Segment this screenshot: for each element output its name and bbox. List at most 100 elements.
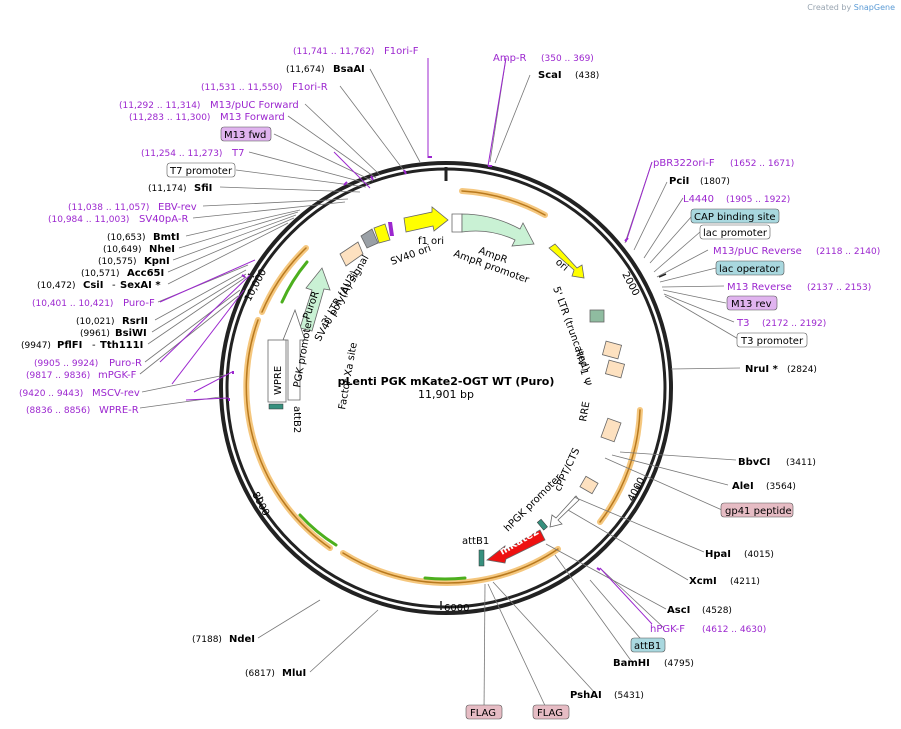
bsiwi-label: BsiWI <box>115 328 147 339</box>
l4440-coords: (1905 .. 1922) <box>726 195 790 205</box>
m13-rev-box-label: M13 rev <box>731 299 772 310</box>
t3-promoter-box <box>736 332 808 348</box>
nhei-coords: (10,649) <box>103 245 142 255</box>
scai-label: ScaI <box>538 70 562 81</box>
m13puc-rev-coords: (2118 .. 2140) <box>816 247 880 257</box>
acc65i-coords: (10,571) <box>81 269 120 279</box>
pshai-label: PshAI <box>570 690 602 701</box>
rre-box <box>600 417 622 443</box>
rre-label: RRE <box>578 401 592 423</box>
purple-marks <box>388 222 394 236</box>
mpgk-f-label: mPGK-F <box>98 370 137 381</box>
f1ori-r-coords: (11,531 .. 11,550) <box>201 83 282 93</box>
amp-r-label: Amp-R <box>493 53 527 64</box>
bsaai-coords: (11,674) <box>286 65 325 75</box>
snapgene-credit: Created by SnapGene <box>807 3 895 12</box>
green-arrow-2 <box>423 576 467 581</box>
csii-coords: (10,472) <box>37 281 76 291</box>
alei-coords: (3564) <box>766 482 796 492</box>
xcmi-coords: (4211) <box>730 577 760 587</box>
nrui-coords: (2824) <box>787 365 817 375</box>
primer-arcs <box>243 188 643 586</box>
pflfi-label: PflFI <box>57 340 82 351</box>
tick-label-6000: 6000 <box>444 603 469 614</box>
snapgene-logo: SnapGene <box>853 3 895 12</box>
f1-ori-label: f1 ori <box>418 236 444 247</box>
csii-label: CsiI <box>83 280 103 291</box>
ori-arrow <box>548 243 585 279</box>
attb1-box-label: attB1 <box>634 641 661 652</box>
bsiwi-coords: (9961) <box>80 329 110 339</box>
sfii-coords: (11,174) <box>148 184 187 194</box>
flag-label-1: FLAG <box>470 708 496 719</box>
ebv-rev-label: EBV-rev <box>158 202 197 213</box>
pflfi-sep: - <box>92 340 96 351</box>
ampr-arrow <box>461 213 535 247</box>
flag-box-1 <box>465 704 503 720</box>
mpgk-f-coords: (9817 .. 9836) <box>26 371 90 381</box>
puror-arrow <box>299 267 331 332</box>
asci-label: AscI <box>667 605 690 616</box>
puro-f-coords: (10,401 .. 10,421) <box>32 299 113 309</box>
m13-fwd-box-label: M13 fwd <box>224 130 266 141</box>
sv40-ori-label: SV40 ori <box>389 243 432 268</box>
sv40pa-r-label: SV40pA-R <box>139 214 188 225</box>
bmti-label: BmtI <box>153 232 180 243</box>
mscv-rev-coords: (9420 .. 9443) <box>19 389 83 399</box>
attb2-mark <box>268 403 284 410</box>
m13-rev-box <box>726 295 778 311</box>
green-arrow-1 <box>298 513 338 547</box>
arc-ampr-region <box>459 188 548 218</box>
acc65i-label: Acc65I <box>127 268 164 279</box>
hpgk-promoter-arrow <box>549 495 580 528</box>
attb1-mark <box>478 549 485 567</box>
tth111i-label: Tth111I <box>100 340 143 351</box>
sv40-polya-box <box>339 241 364 267</box>
gp41-label: gp41 peptide <box>725 506 792 517</box>
t3-promoter-label: T3 promoter <box>740 336 804 347</box>
primer-marks <box>228 156 629 571</box>
bamhi-coords: (4795) <box>664 659 694 669</box>
mlui-coords: (6817) <box>245 669 275 679</box>
wpre-label: WPRE <box>273 366 284 395</box>
l4440-label: L4440 <box>683 194 714 205</box>
t7-promoter-label: T7 promoter <box>169 166 233 177</box>
pshai-coords: (5431) <box>614 691 644 701</box>
lac-promoter-label: lac promoter <box>703 228 768 239</box>
hiv-psi-box-2 <box>604 359 626 379</box>
ltr5-box <box>589 309 605 323</box>
xcmi-label: XcmI <box>689 576 717 587</box>
ndei-label: NdeI <box>229 634 255 645</box>
sfii-label: SfiI <box>194 183 212 194</box>
attb1-label: attB1 <box>462 536 489 547</box>
ampr-promoter-box <box>451 213 463 233</box>
m13-forward-label: M13 Forward <box>220 112 285 123</box>
bamhi-label: BamHI <box>613 658 650 669</box>
puro-r-label: Puro-R <box>109 358 142 369</box>
pcii-coords: (1807) <box>700 177 730 187</box>
wpre-box <box>267 339 287 403</box>
wpre-r-label: WPRE-R <box>99 405 139 416</box>
attb1-mark-right <box>536 518 548 531</box>
hiv-psi-box-1 <box>601 340 623 360</box>
m13-forward-coords: (11,283 .. 11,300) <box>129 113 210 123</box>
m13-fwd-box <box>220 126 272 142</box>
ltr3-label: 3' LTR (ΔU3) <box>320 269 360 327</box>
hpgk-f-coords: (4612 .. 4630) <box>702 625 766 635</box>
attb1-box <box>630 637 666 653</box>
green-arrow-3 <box>280 260 309 304</box>
sexai-label: SexAI * <box>120 280 161 291</box>
f1-ori-arrow <box>403 206 449 233</box>
purple-leader-lines <box>159 57 653 625</box>
f1ori-f-coords: (11,741 .. 11,762) <box>293 47 374 57</box>
f1ori-f-label: F1ori-F <box>384 46 419 57</box>
m13puc-rev-label: M13/pUC Reverse <box>713 246 802 257</box>
attb2-label: attB2 <box>291 406 302 433</box>
hpgk-f-label: hPGK-F <box>650 624 685 635</box>
cap-box <box>690 208 780 224</box>
t7-coords: (11,254 .. 11,273) <box>141 149 222 159</box>
kpni-coords: (10,575) <box>98 257 137 267</box>
m13-reverse-label: M13 Reverse <box>727 282 792 293</box>
nrui-label: NruI * <box>745 364 779 375</box>
puro-r-coords: (9905 .. 9924) <box>34 359 98 369</box>
